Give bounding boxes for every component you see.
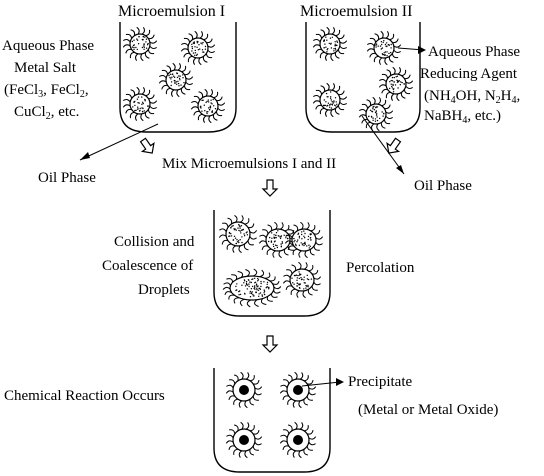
micelle-droplet [218,214,258,254]
micelle-droplet [158,62,194,98]
arrow-down-icon [261,335,279,353]
particle-droplet [279,421,317,459]
precipitate-label: Precipitate [348,374,412,390]
micelle-droplet [122,26,158,62]
oil-phase-pointer-right [361,115,405,175]
right-reducing-agent-label: Reducing Agent [420,66,518,82]
arrow-down-icon [139,137,155,154]
left-salt-examples-line1: (FeCl3, FeCl2, [4,82,89,100]
micelle-droplet [282,261,322,299]
micelle-droplet [312,82,348,118]
micelle-droplet [312,26,348,62]
container-reaction [213,368,331,473]
micelle-droplet [358,96,394,132]
micelle-droplet [122,86,158,122]
container-coalescence [213,210,331,317]
right-oil-phase-label: Oil Phase [414,178,472,194]
particle-droplet [225,371,263,409]
container-microemulsion-1 [119,22,237,133]
microemulsion-2-title: Microemulsion II [300,3,412,20]
micelle-droplet [378,66,414,102]
precipitate-pointer [301,378,344,387]
oil-phase-pointer-left [79,123,159,161]
micelle-droplet [222,268,282,308]
container-microemulsion-2 [305,22,421,133]
droplet-group [122,26,414,459]
right-reducer-examples-line2: NaBH4, etc.) [424,108,501,126]
collision-label-line2: Coalescence of [102,258,193,274]
aqueous-phase-pointer-right [397,46,426,54]
micelle-droplet [284,221,324,259]
percolation-label: Percolation [346,260,415,276]
particle-droplet [225,421,263,459]
arrow-down-icon [261,179,279,197]
micelle-droplet [180,30,216,66]
particle-droplet [279,371,317,409]
right-aqueous-phase-label: Aqueous Phase [428,44,520,60]
micelle-droplet [366,30,402,66]
microemulsion-1-title: Microemulsion I [118,3,225,20]
mix-label: Mix Microemulsions I and II [162,156,336,172]
collision-label-line3: Droplets [138,282,190,298]
collision-label-line1: Collision and [114,234,195,250]
left-salt-examples-line2: CuCl2, etc. [14,104,79,122]
right-reducer-examples-line1: (NH4OH, N2H4, [424,88,520,106]
micelle-droplet [190,88,226,124]
left-metal-salt-label: Metal Salt [14,60,77,76]
left-aqueous-phase-label: Aqueous Phase [2,38,94,54]
micelle-droplet [258,221,298,259]
arrow-down-icon [386,137,402,154]
chemical-reaction-label: Chemical Reaction Occurs [4,388,165,404]
left-oil-phase-label: Oil Phase [38,170,96,186]
precipitate-note-label: (Metal or Metal Oxide) [358,402,498,418]
